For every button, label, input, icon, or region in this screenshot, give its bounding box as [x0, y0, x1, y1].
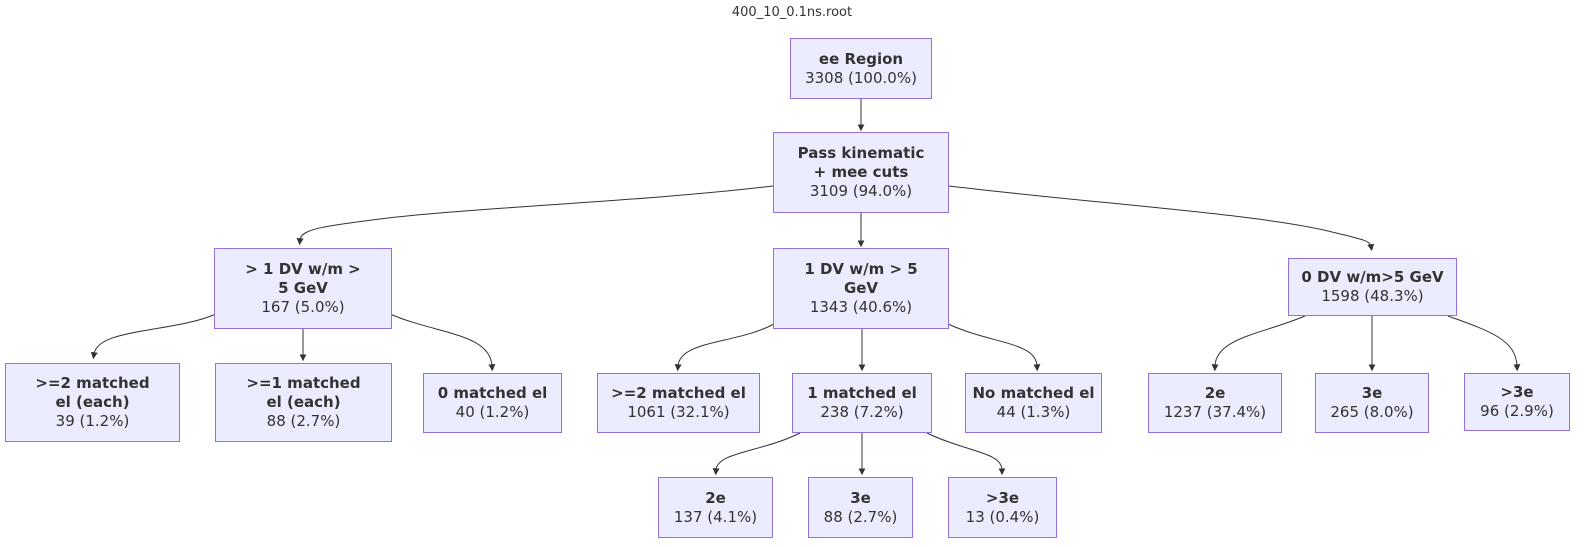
node-no-matched: No matched el 44 (1.3%) — [965, 373, 1102, 433]
node-label: > 1 DV w/m > 5 GeV — [245, 260, 361, 297]
edge-1dv-to-nomatched — [947, 323, 1041, 372]
edge-pass-to-gt1dv — [296, 185, 774, 246]
edge-0dv-to-2e — [1211, 315, 1306, 372]
node-label: >=1 matched el (each) — [246, 374, 361, 411]
edge-gt1dv-to-ge2each — [90, 313, 217, 360]
node-value: 88 (2.7%) — [823, 507, 898, 526]
node-label: No matched el — [972, 384, 1095, 402]
node-value: 1061 (32.1%) — [627, 403, 730, 421]
node-0dv-3e: 3e 265 (8.0%) — [1315, 373, 1429, 433]
node-0-dv: 0 DV w/m>5 GeV 1598 (48.3%) — [1288, 258, 1457, 316]
edge-gt1dv-to-0matched — [389, 313, 496, 372]
node-value: 265 (8.0%) — [1330, 403, 1414, 421]
node-label: 1 DV w/m > 5 GeV — [804, 260, 918, 297]
node-label: >=2 matched el (each) — [35, 374, 150, 411]
node-label: 0 DV w/m>5 GeV — [1301, 268, 1444, 286]
node-1matched-2e: 2e 137 (4.1%) — [658, 477, 773, 538]
node-pass-kinematic: Pass kinematic + mee cuts 3109 (94.0%) — [773, 132, 949, 213]
edge-0dv-to-gt3e — [1447, 315, 1521, 372]
node-value: 3308 (100.0%) — [805, 68, 917, 87]
node-0dv-gt3e: >3e 96 (2.9%) — [1464, 373, 1570, 431]
node-value: 238 (7.2%) — [820, 403, 904, 421]
node-1-dv: 1 DV w/m > 5 GeV 1343 (40.6%) — [773, 248, 949, 329]
node-value: 3109 (94.0%) — [809, 182, 913, 200]
edge-1matched-to-gt3e — [926, 432, 1006, 476]
node-0dv-2e: 2e 1237 (37.4%) — [1148, 373, 1282, 433]
node-label: >3e — [1500, 383, 1534, 401]
node-label: ee Region — [818, 49, 904, 68]
edge-1dv-to-ge2matched — [674, 323, 775, 372]
node-label: 3e — [1361, 384, 1383, 402]
node-ge2-matched: >=2 matched el 1061 (32.1%) — [597, 373, 760, 433]
node-label: 1 matched el — [807, 384, 917, 402]
node-value: 137 (4.1%) — [673, 507, 758, 526]
node-gt1-dv: > 1 DV w/m > 5 GeV 167 (5.0%) — [214, 248, 392, 329]
edge-1matched-to-2e — [712, 432, 801, 476]
node-0-matched: 0 matched el 40 (1.2%) — [423, 373, 562, 433]
node-value: 1343 (40.6%) — [809, 298, 913, 316]
node-value: 40 (1.2%) — [455, 403, 530, 421]
node-value: 96 (2.9%) — [1480, 402, 1554, 420]
node-label: 0 matched el — [437, 384, 548, 402]
node-value: 88 (2.7%) — [266, 412, 341, 430]
node-ge2-matched-each: >=2 matched el (each) 39 (1.2%) — [5, 363, 180, 442]
node-1matched-gt3e: >3e 13 (0.4%) — [948, 477, 1057, 538]
node-label: 2e — [705, 488, 726, 507]
node-value: 1598 (48.3%) — [1321, 287, 1424, 305]
node-value: 39 (1.2%) — [55, 412, 130, 430]
node-value: 44 (1.3%) — [996, 403, 1071, 421]
node-ge1-matched-each: >=1 matched el (each) 88 (2.7%) — [215, 363, 392, 442]
node-label: 2e — [1204, 384, 1226, 402]
node-label: >=2 matched el — [611, 384, 746, 402]
edge-pass-to-0dv — [948, 185, 1375, 252]
node-value: 167 (5.0%) — [261, 298, 345, 316]
node-label: Pass kinematic + mee cuts — [797, 144, 925, 181]
node-label: >3e — [985, 488, 1020, 507]
node-value: 13 (0.4%) — [965, 507, 1040, 526]
node-ee-region: ee Region 3308 (100.0%) — [790, 38, 932, 99]
node-label: 3e — [850, 488, 871, 507]
node-value: 1237 (37.4%) — [1163, 403, 1267, 421]
node-1-matched: 1 matched el 238 (7.2%) — [792, 373, 932, 433]
node-1matched-3e: 3e 88 (2.7%) — [808, 477, 913, 538]
diagram-title: 400_10_0.1ns.root — [731, 5, 853, 20]
